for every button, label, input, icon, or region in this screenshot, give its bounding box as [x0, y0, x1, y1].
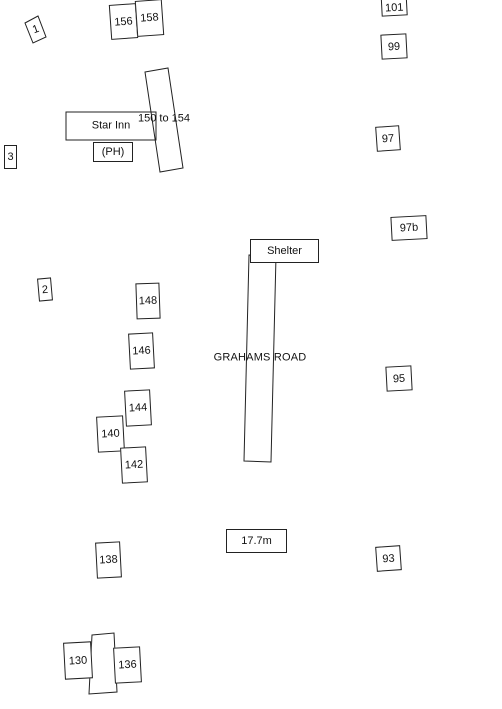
pub-tag-box: (PH) — [93, 142, 133, 162]
house-142: 142 — [120, 446, 148, 484]
house-138: 138 — [95, 541, 122, 579]
plot-2: 2 — [37, 277, 53, 302]
house-156: 156 — [108, 3, 139, 40]
pub-name: Star Inn — [91, 119, 131, 132]
star-inn-outline — [65, 111, 157, 141]
house-99: 99 — [380, 33, 408, 60]
plot-1-outline — [24, 15, 47, 44]
building-130-136 — [88, 632, 118, 695]
house-158: 158 — [134, 0, 165, 37]
plot-3: 3 — [4, 145, 17, 169]
house-95: 95 — [385, 365, 413, 392]
building-150-154 — [144, 67, 184, 173]
house-93: 93 — [375, 545, 402, 572]
spot-height-box: 17.7m — [226, 529, 287, 553]
house-130: 130 — [63, 641, 93, 680]
house-101: 101 — [380, 0, 408, 17]
house-148: 148 — [135, 282, 161, 320]
house-97: 97 — [375, 125, 401, 152]
road-name: GRAHAMS ROAD — [213, 351, 307, 364]
house-144: 144 — [124, 389, 152, 427]
range-label-150-154: 150 to 154 — [138, 112, 190, 125]
shelter-box: Shelter — [250, 239, 319, 263]
house-97b: 97b — [390, 215, 428, 241]
house-136: 136 — [113, 646, 142, 684]
house-146: 146 — [128, 332, 155, 370]
